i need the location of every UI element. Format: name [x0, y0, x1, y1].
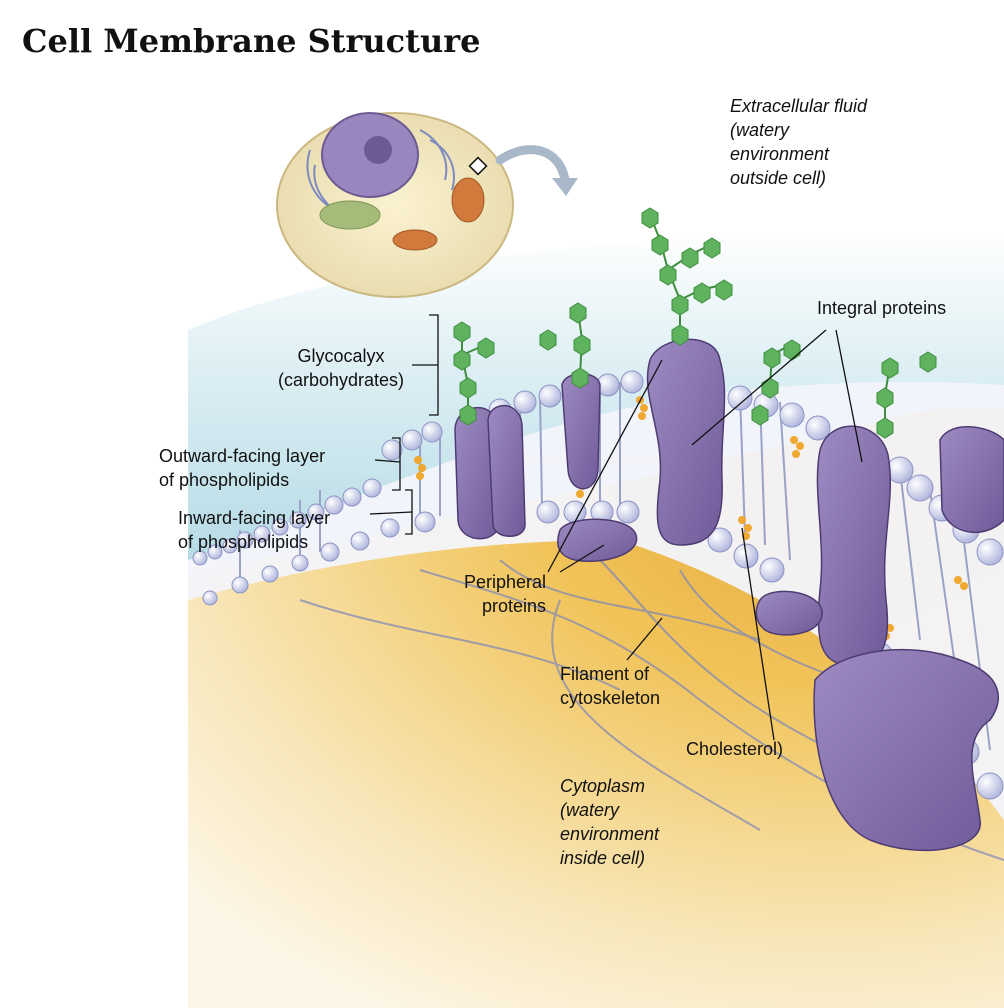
zoom-arrow-head-icon: [552, 178, 578, 196]
zoom-box-icon: [468, 156, 488, 176]
cholesterol-label: Cholesterol): [686, 739, 784, 759]
glycocalyx-carbohydrates: [453, 207, 937, 439]
nucleolus-icon: [364, 136, 392, 164]
peripheral-proteins-label: Peripheral proteins: [463, 572, 546, 616]
integral-protein-5: [816, 425, 892, 666]
inward-layer-label: Inward-facing layer of phospholipids: [178, 508, 331, 552]
peripheral-protein-2: [755, 590, 823, 636]
membrane-proteins: [454, 338, 1004, 852]
integral-protein-6: [813, 648, 999, 852]
integral-proteins-label: Integral proteins: [817, 298, 947, 318]
outward-layer-label: Outward-facing layer of phospholipids: [159, 446, 326, 490]
zoom-arrow-icon: [495, 145, 570, 185]
cholesterol-molecules: [414, 396, 968, 640]
mitochondrion-icon-2: [451, 177, 485, 223]
integral-protein-4: [646, 338, 726, 546]
cytoplasm-label: Cytoplasm (watery environment inside cel…: [560, 776, 660, 868]
page-title: Cell Membrane Structure: [22, 22, 481, 60]
filament-label: Filament of cytoskeleton: [560, 664, 661, 708]
extracellular-fluid-label: Extracellular fluid (watery environment …: [730, 96, 868, 188]
golgi-icon: [319, 200, 381, 230]
cell-overview-illustration: [276, 112, 514, 298]
integral-protein-2: [487, 404, 526, 537]
integral-protein-7: [939, 426, 1004, 534]
peripheral-protein-1: [557, 518, 638, 562]
label-leader-lines: [369, 314, 863, 741]
mitochondrion-icon: [392, 229, 438, 251]
integral-protein-3: [561, 373, 601, 490]
glycocalyx-label: Glycocalyx (carbohydrates): [277, 346, 405, 390]
